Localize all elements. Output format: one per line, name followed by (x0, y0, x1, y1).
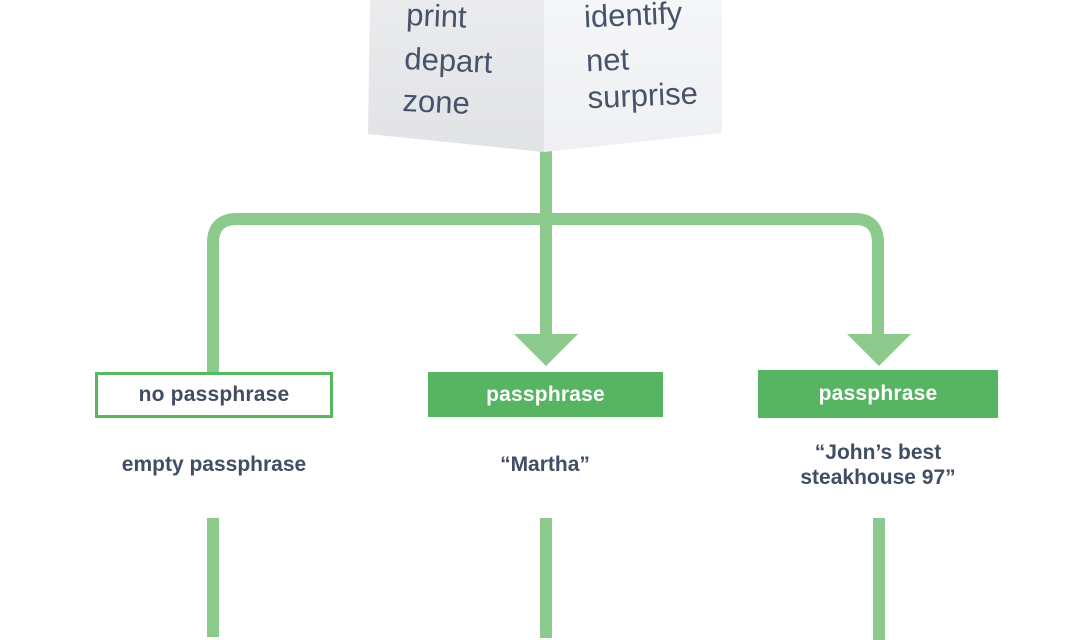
branch-box-label: passphrase (486, 382, 605, 406)
cube-word: print (406, 0, 468, 35)
cube-word: zone (402, 83, 471, 121)
branch-box-no-passphrase: no passphrase (95, 372, 333, 418)
caption-empty-passphrase: empty passphrase (64, 452, 364, 477)
connector-lines (207, 150, 911, 640)
cube-word: surprise (587, 76, 699, 116)
branch-box-label: passphrase (818, 382, 938, 405)
caption-martha: “Martha” (395, 452, 695, 477)
seed-words-cube: print depart zone identify net surprise (368, 0, 722, 152)
cube-right-face-words: identify net surprise (583, 0, 698, 115)
caption-steakhouse: “John’s best steakhouse 97” (728, 440, 1028, 490)
cube-right-face (544, 0, 722, 152)
caption-line: steakhouse 97” (800, 466, 956, 489)
cube-word: identify (583, 0, 683, 34)
caption-line: “John’s best (814, 441, 942, 464)
connector-branch-rail (207, 213, 884, 372)
branch-box-passphrase-strong: passphrase (758, 370, 998, 418)
cube-word: depart (404, 41, 494, 80)
cube-left-face (368, 0, 544, 152)
caption-line: empty passphrase (121, 453, 307, 476)
cube-word: net (585, 41, 630, 78)
arrow-down-icon (514, 334, 578, 366)
arrow-down-icon (847, 334, 911, 366)
branch-box-label: no passphrase (138, 383, 290, 406)
caption-line: “Martha” (500, 453, 590, 476)
branch-box-passphrase-simple: passphrase (428, 372, 663, 417)
cube-left-face-words: print depart zone (402, 0, 494, 121)
